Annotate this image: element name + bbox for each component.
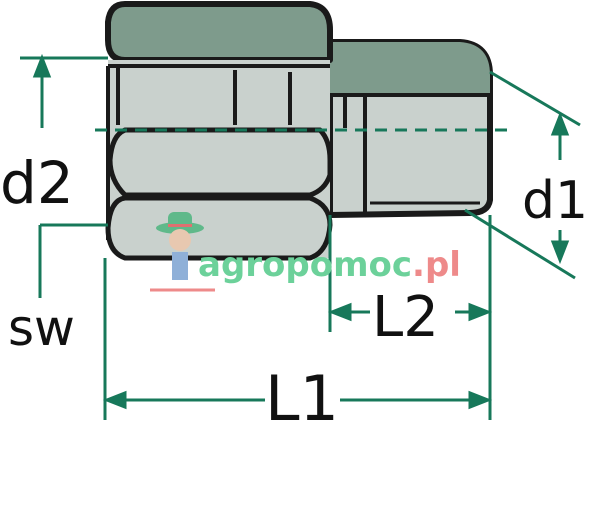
label-d1: d1 [522, 171, 588, 231]
watermark-line: agropomoc.pl [198, 245, 461, 285]
farmer-logo [150, 212, 215, 292]
arrow-up-icon [32, 53, 52, 78]
watermark-tld: .pl [412, 245, 461, 285]
fitting-body [105, 1, 493, 261]
label-sw: SW [8, 299, 75, 357]
label-d2: d2 [0, 149, 74, 217]
label-l1: L1 [265, 362, 339, 435]
label-l2: L2 [372, 285, 439, 350]
watermark-text: agropomoc [198, 245, 412, 285]
watermark: agropomoc.pl [150, 212, 461, 292]
dimension-lines [20, 53, 581, 420]
